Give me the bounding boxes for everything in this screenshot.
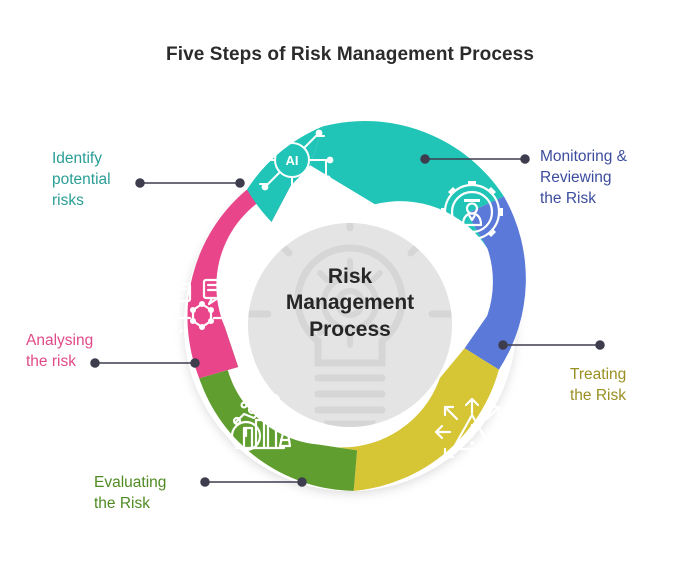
center-label: Risk Management Process [250,264,450,343]
connector-evaluating [200,477,307,487]
step-label-monitoring-line3: the Risk [540,190,596,208]
step-label-evaluating[interactable]: Evaluating the Risk [94,472,166,514]
step-label-identify-line2: potential [52,171,111,189]
center-line-2: Management [285,291,415,315]
center-disc [248,223,452,427]
segment-evaluating[interactable] [199,326,358,491]
step-label-identify-line1: Identify [52,150,102,167]
step-label-monitoring[interactable]: Monitoring & Reviewing the Risk [540,146,627,209]
step-label-evaluating-line2: the Risk [94,495,150,513]
connector-identify [135,178,245,188]
bar-chart-gauge-icon [230,393,292,452]
connector-lines [90,154,605,487]
segment-identify-tail [247,126,323,222]
connector-analysing [90,358,200,368]
step-label-monitoring-line1: Monitoring & [540,148,628,165]
connector-monitoring [420,154,530,164]
center-line-1: Risk [327,265,373,288]
connector-treating [498,340,605,350]
step-label-identify[interactable]: Identify potential risks [52,148,111,211]
center-line-3: Process [309,317,391,341]
step-label-treating-line1: Treating [570,366,627,383]
segment-analysing[interactable] [187,186,291,379]
segment-identify[interactable] [310,121,504,249]
step-label-treating-line2: the Risk [570,387,626,405]
step-label-identify-line3: risks [52,192,84,210]
segment-monitoring[interactable] [464,196,526,370]
flowchart-screens-icon [164,278,232,333]
gear-worker-icon [441,181,503,243]
step-label-analysing-line2: the risk [26,353,76,371]
page-title: Five Steps of Risk Management Process [166,44,534,65]
segment-treating[interactable] [317,348,499,491]
step-label-monitoring-line2: Reviewing [540,169,612,187]
warning-arrows-icon [434,397,510,467]
svg-text:AI: AI [286,153,299,168]
ai-network-icon: AI [250,122,334,198]
step-label-treating[interactable]: Treating the Risk [570,364,626,406]
step-label-analysing-line1: Analysing [26,332,94,349]
step-label-analysing[interactable]: Analysing the risk [26,330,93,372]
step-label-evaluating-line1: Evaluating [94,474,167,491]
